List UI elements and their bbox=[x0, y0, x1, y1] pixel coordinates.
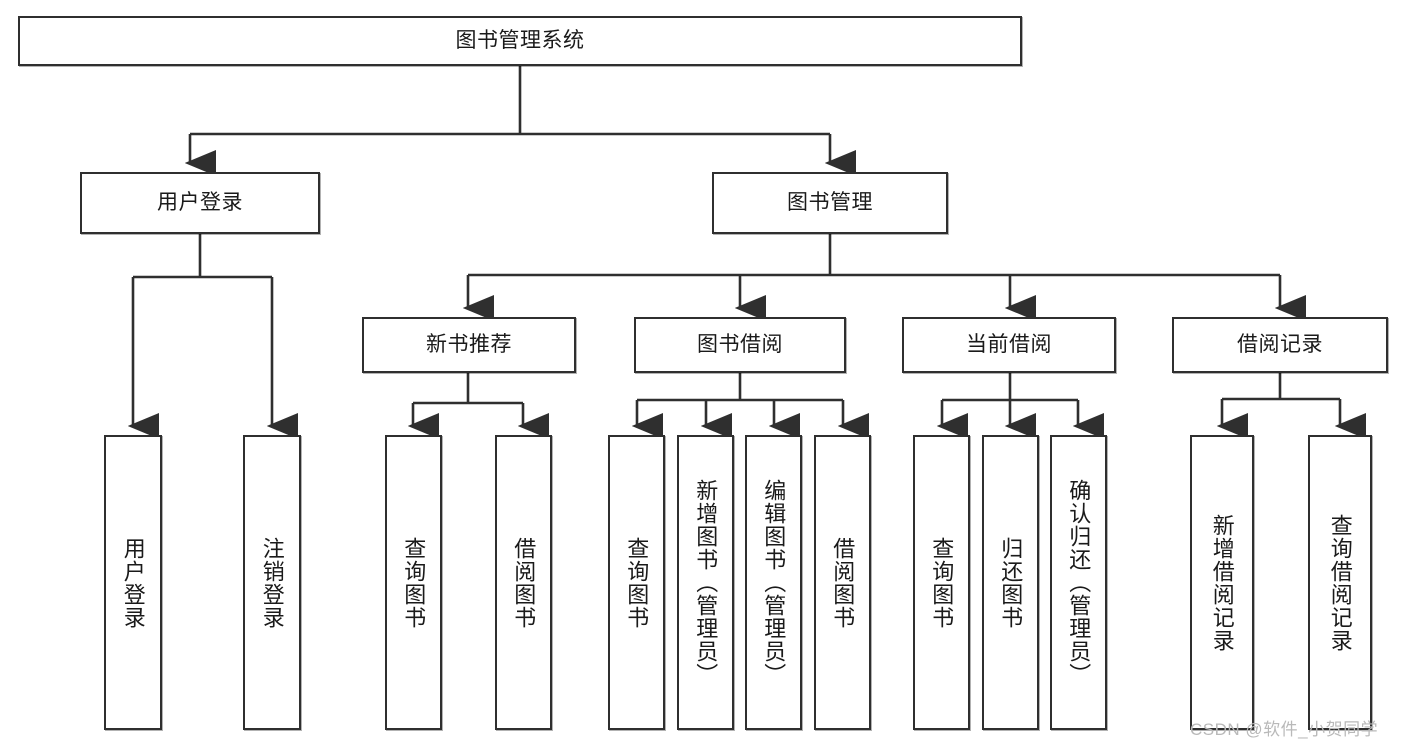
node-leaf-borrow-add[interactable]: 新增图书（管理员） bbox=[677, 435, 734, 730]
node-leaf-cur-confirm-label: 确认归还（管理员） bbox=[1066, 479, 1092, 686]
node-leaf-user-logout-label: 注销登录 bbox=[259, 536, 285, 629]
node-leaf-borrow-query[interactable]: 查询图书 bbox=[608, 435, 665, 730]
node-leaf-cur-return[interactable]: 归还图书 bbox=[982, 435, 1039, 730]
node-book-manage-label: 图书管理 bbox=[787, 191, 873, 215]
node-user-login-label: 用户登录 bbox=[157, 191, 243, 215]
node-leaf-user-login-label: 用户登录 bbox=[120, 536, 146, 629]
node-leaf-rec-borrow-label: 借阅图书 bbox=[511, 536, 537, 629]
node-leaf-borrow-lend-label: 借阅图书 bbox=[830, 536, 856, 629]
node-leaf-rec-borrow[interactable]: 借阅图书 bbox=[495, 435, 552, 730]
node-current-borrow[interactable]: 当前借阅 bbox=[902, 317, 1116, 373]
node-leaf-rec-add-label: 新增借阅记录 bbox=[1209, 513, 1235, 652]
node-leaf-cur-confirm[interactable]: 确认归还（管理员） bbox=[1050, 435, 1107, 730]
node-leaf-rec-query-label: 查询图书 bbox=[401, 536, 427, 629]
node-leaf-borrow-add-label: 新增图书（管理员） bbox=[693, 479, 719, 686]
node-current-borrow-label: 当前借阅 bbox=[966, 333, 1052, 357]
node-leaf-cur-query-label: 查询图书 bbox=[929, 536, 955, 629]
node-leaf-rec-add[interactable]: 新增借阅记录 bbox=[1190, 435, 1254, 730]
node-leaf-cur-query[interactable]: 查询图书 bbox=[913, 435, 970, 730]
node-book-manage[interactable]: 图书管理 bbox=[712, 172, 948, 234]
node-leaf-borrow-query-label: 查询图书 bbox=[624, 536, 650, 629]
node-new-book-rec[interactable]: 新书推荐 bbox=[362, 317, 576, 373]
node-leaf-borrow-edit-label: 编辑图书（管理员） bbox=[761, 479, 787, 686]
node-new-book-rec-label: 新书推荐 bbox=[426, 333, 512, 357]
node-leaf-user-logout[interactable]: 注销登录 bbox=[243, 435, 301, 730]
node-leaf-user-login[interactable]: 用户登录 bbox=[104, 435, 162, 730]
node-leaf-rec-query[interactable]: 查询图书 bbox=[385, 435, 442, 730]
node-leaf-rec-query2[interactable]: 查询借阅记录 bbox=[1308, 435, 1372, 730]
node-leaf-rec-query2-label: 查询借阅记录 bbox=[1327, 513, 1353, 652]
node-leaf-borrow-edit[interactable]: 编辑图书（管理员） bbox=[745, 435, 802, 730]
node-borrow-record-label: 借阅记录 bbox=[1237, 333, 1323, 357]
node-borrow-record[interactable]: 借阅记录 bbox=[1172, 317, 1388, 373]
node-book-borrow-label: 图书借阅 bbox=[697, 333, 783, 357]
node-book-borrow[interactable]: 图书借阅 bbox=[634, 317, 846, 373]
node-root[interactable]: 图书管理系统 bbox=[18, 16, 1022, 66]
node-root-label: 图书管理系统 bbox=[455, 29, 585, 53]
node-user-login[interactable]: 用户登录 bbox=[80, 172, 320, 234]
node-leaf-cur-return-label: 归还图书 bbox=[998, 536, 1024, 629]
node-leaf-borrow-lend[interactable]: 借阅图书 bbox=[814, 435, 871, 730]
